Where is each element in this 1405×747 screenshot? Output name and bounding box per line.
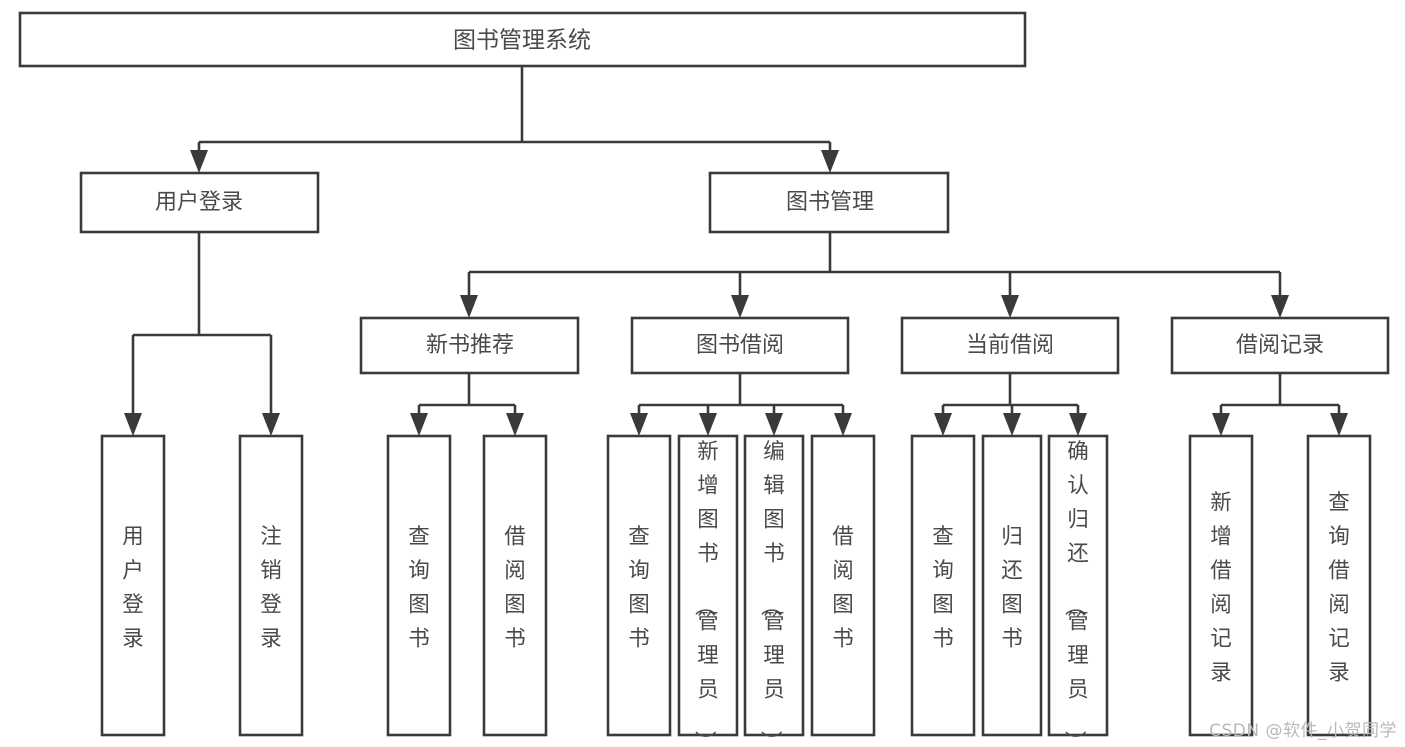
leaf-box[interactable] bbox=[1188, 434, 1254, 737]
leaf-box[interactable] bbox=[238, 434, 304, 737]
leaf-label: 新增借阅记录 bbox=[1210, 490, 1232, 685]
node-book-management[interactable]: 图书管理 bbox=[708, 171, 950, 234]
user-login-box[interactable] bbox=[79, 171, 320, 234]
leaf-label: 借阅图书 bbox=[504, 524, 526, 651]
book-management-box[interactable] bbox=[708, 171, 950, 234]
leaf-node[interactable]: 确认归还（管理员） bbox=[1047, 434, 1109, 747]
leaf-node[interactable]: 借阅图书 bbox=[482, 434, 548, 737]
leaf-label: 确认归还（管理员） bbox=[1061, 439, 1089, 747]
leaf-label: 查询图书 bbox=[932, 524, 954, 651]
leaf-label: 用户登录 bbox=[122, 524, 144, 651]
arrow-currentborrow-leaf-2 bbox=[1003, 413, 1021, 436]
arrow-to-leaf-logout bbox=[262, 413, 280, 436]
arrow-currentborrow-leaf-3 bbox=[1069, 413, 1087, 436]
leaf-label: 编辑图书（管理员） bbox=[757, 439, 785, 747]
leaf-box[interactable] bbox=[981, 434, 1043, 737]
node-borrow-record[interactable]: 借阅记录 bbox=[1170, 316, 1390, 375]
leaf-node[interactable]: 注销登录 bbox=[238, 434, 304, 737]
leaf-box[interactable] bbox=[100, 434, 166, 737]
leaf-box[interactable] bbox=[1306, 434, 1372, 737]
connector-bookborrow-to-leaves bbox=[637, 373, 845, 421]
leaf-node[interactable]: 查询借阅记录 bbox=[1306, 434, 1372, 737]
arrow-currentborrow-leaf-1 bbox=[934, 413, 952, 436]
node-book-borrow[interactable]: 图书借阅 bbox=[630, 316, 850, 375]
borrow-record-label: 借阅记录 bbox=[1236, 333, 1324, 358]
new-book-recommend-label: 新书推荐 bbox=[426, 333, 514, 358]
leaf-node[interactable]: 借阅图书 bbox=[810, 434, 876, 737]
connector-root-to-level2 bbox=[197, 66, 832, 158]
book-management-label: 图书管理 bbox=[786, 190, 874, 215]
arrow-newbook-leaf-2 bbox=[506, 413, 524, 436]
leaf-label: 归还图书 bbox=[1001, 524, 1023, 651]
connector-bookmgmt-to-level3 bbox=[467, 232, 1282, 303]
node-root[interactable]: 图书管理系统 bbox=[18, 11, 1027, 68]
leaf-box[interactable] bbox=[910, 434, 976, 737]
arrow-bookborrow-leaf-3 bbox=[765, 413, 783, 436]
leaf-label: 注销登录 bbox=[260, 524, 282, 651]
book-borrow-label: 图书借阅 bbox=[696, 333, 784, 358]
leaf-node-group: 用户登录 注销登录 查询图书 借阅图书 查询图书 新增图书（管理员） 编辑图书（管理员） 借阅… bbox=[100, 434, 1372, 747]
connector-group bbox=[124, 66, 1348, 436]
leaf-node[interactable]: 查询图书 bbox=[910, 434, 976, 737]
leaf-node[interactable]: 用户登录 bbox=[100, 434, 166, 737]
leaf-box[interactable] bbox=[743, 434, 805, 737]
leaf-box[interactable] bbox=[677, 434, 739, 737]
leaf-node[interactable]: 新增图书（管理员） bbox=[677, 434, 739, 747]
arrow-to-leaf-user-login bbox=[124, 413, 142, 436]
arrow-to-new-book-rec bbox=[460, 295, 478, 318]
leaf-box[interactable] bbox=[606, 434, 672, 737]
current-borrow-label: 当前借阅 bbox=[966, 333, 1054, 358]
user-login-label: 用户登录 bbox=[155, 190, 243, 215]
borrow-record-box[interactable] bbox=[1170, 316, 1390, 375]
arrow-to-user-login bbox=[190, 150, 208, 173]
leaf-box[interactable] bbox=[810, 434, 876, 737]
leaf-label: 借阅图书 bbox=[832, 524, 854, 651]
leaf-node[interactable]: 新增借阅记录 bbox=[1188, 434, 1254, 737]
arrow-borrowrecord-leaf-2 bbox=[1330, 413, 1348, 436]
arrow-newbook-leaf-1 bbox=[410, 413, 428, 436]
leaf-box[interactable] bbox=[386, 434, 452, 737]
leaf-node[interactable]: 查询图书 bbox=[386, 434, 452, 737]
node-new-book-recommend[interactable]: 新书推荐 bbox=[359, 316, 580, 375]
arrow-bookborrow-leaf-1 bbox=[630, 413, 648, 436]
connector-userlogin-to-leaves bbox=[131, 232, 273, 421]
current-borrow-box[interactable] bbox=[900, 316, 1120, 375]
new-book-recommend-box[interactable] bbox=[359, 316, 580, 375]
leaf-label: 查询图书 bbox=[408, 524, 430, 651]
node-user-login[interactable]: 用户登录 bbox=[79, 171, 320, 234]
leaf-node[interactable]: 归还图书 bbox=[981, 434, 1043, 737]
leaf-node[interactable]: 查询图书 bbox=[606, 434, 672, 737]
arrow-to-book-mgmt bbox=[821, 150, 839, 173]
book-borrow-box[interactable] bbox=[630, 316, 850, 375]
arrow-to-borrow-record bbox=[1271, 295, 1289, 318]
root-box[interactable] bbox=[18, 11, 1027, 68]
connector-newbook-to-leaves bbox=[417, 373, 517, 421]
node-current-borrow[interactable]: 当前借阅 bbox=[900, 316, 1120, 375]
arrow-to-current-borrow bbox=[1001, 295, 1019, 318]
leaf-label: 查询图书 bbox=[628, 524, 650, 651]
leaf-label: 新增图书（管理员） bbox=[691, 439, 719, 747]
connector-borrowrecord-to-leaves bbox=[1219, 373, 1341, 421]
arrow-bookborrow-leaf-2 bbox=[699, 413, 717, 436]
arrow-borrowrecord-leaf-1 bbox=[1212, 413, 1230, 436]
root-label: 图书管理系统 bbox=[453, 28, 591, 54]
leaf-node[interactable]: 编辑图书（管理员） bbox=[743, 434, 805, 747]
arrow-bookborrow-leaf-4 bbox=[834, 413, 852, 436]
leaf-box[interactable] bbox=[482, 434, 548, 737]
leaf-box[interactable] bbox=[1047, 434, 1109, 737]
arrow-to-book-borrow bbox=[731, 295, 749, 318]
leaf-label: 查询借阅记录 bbox=[1328, 490, 1350, 685]
